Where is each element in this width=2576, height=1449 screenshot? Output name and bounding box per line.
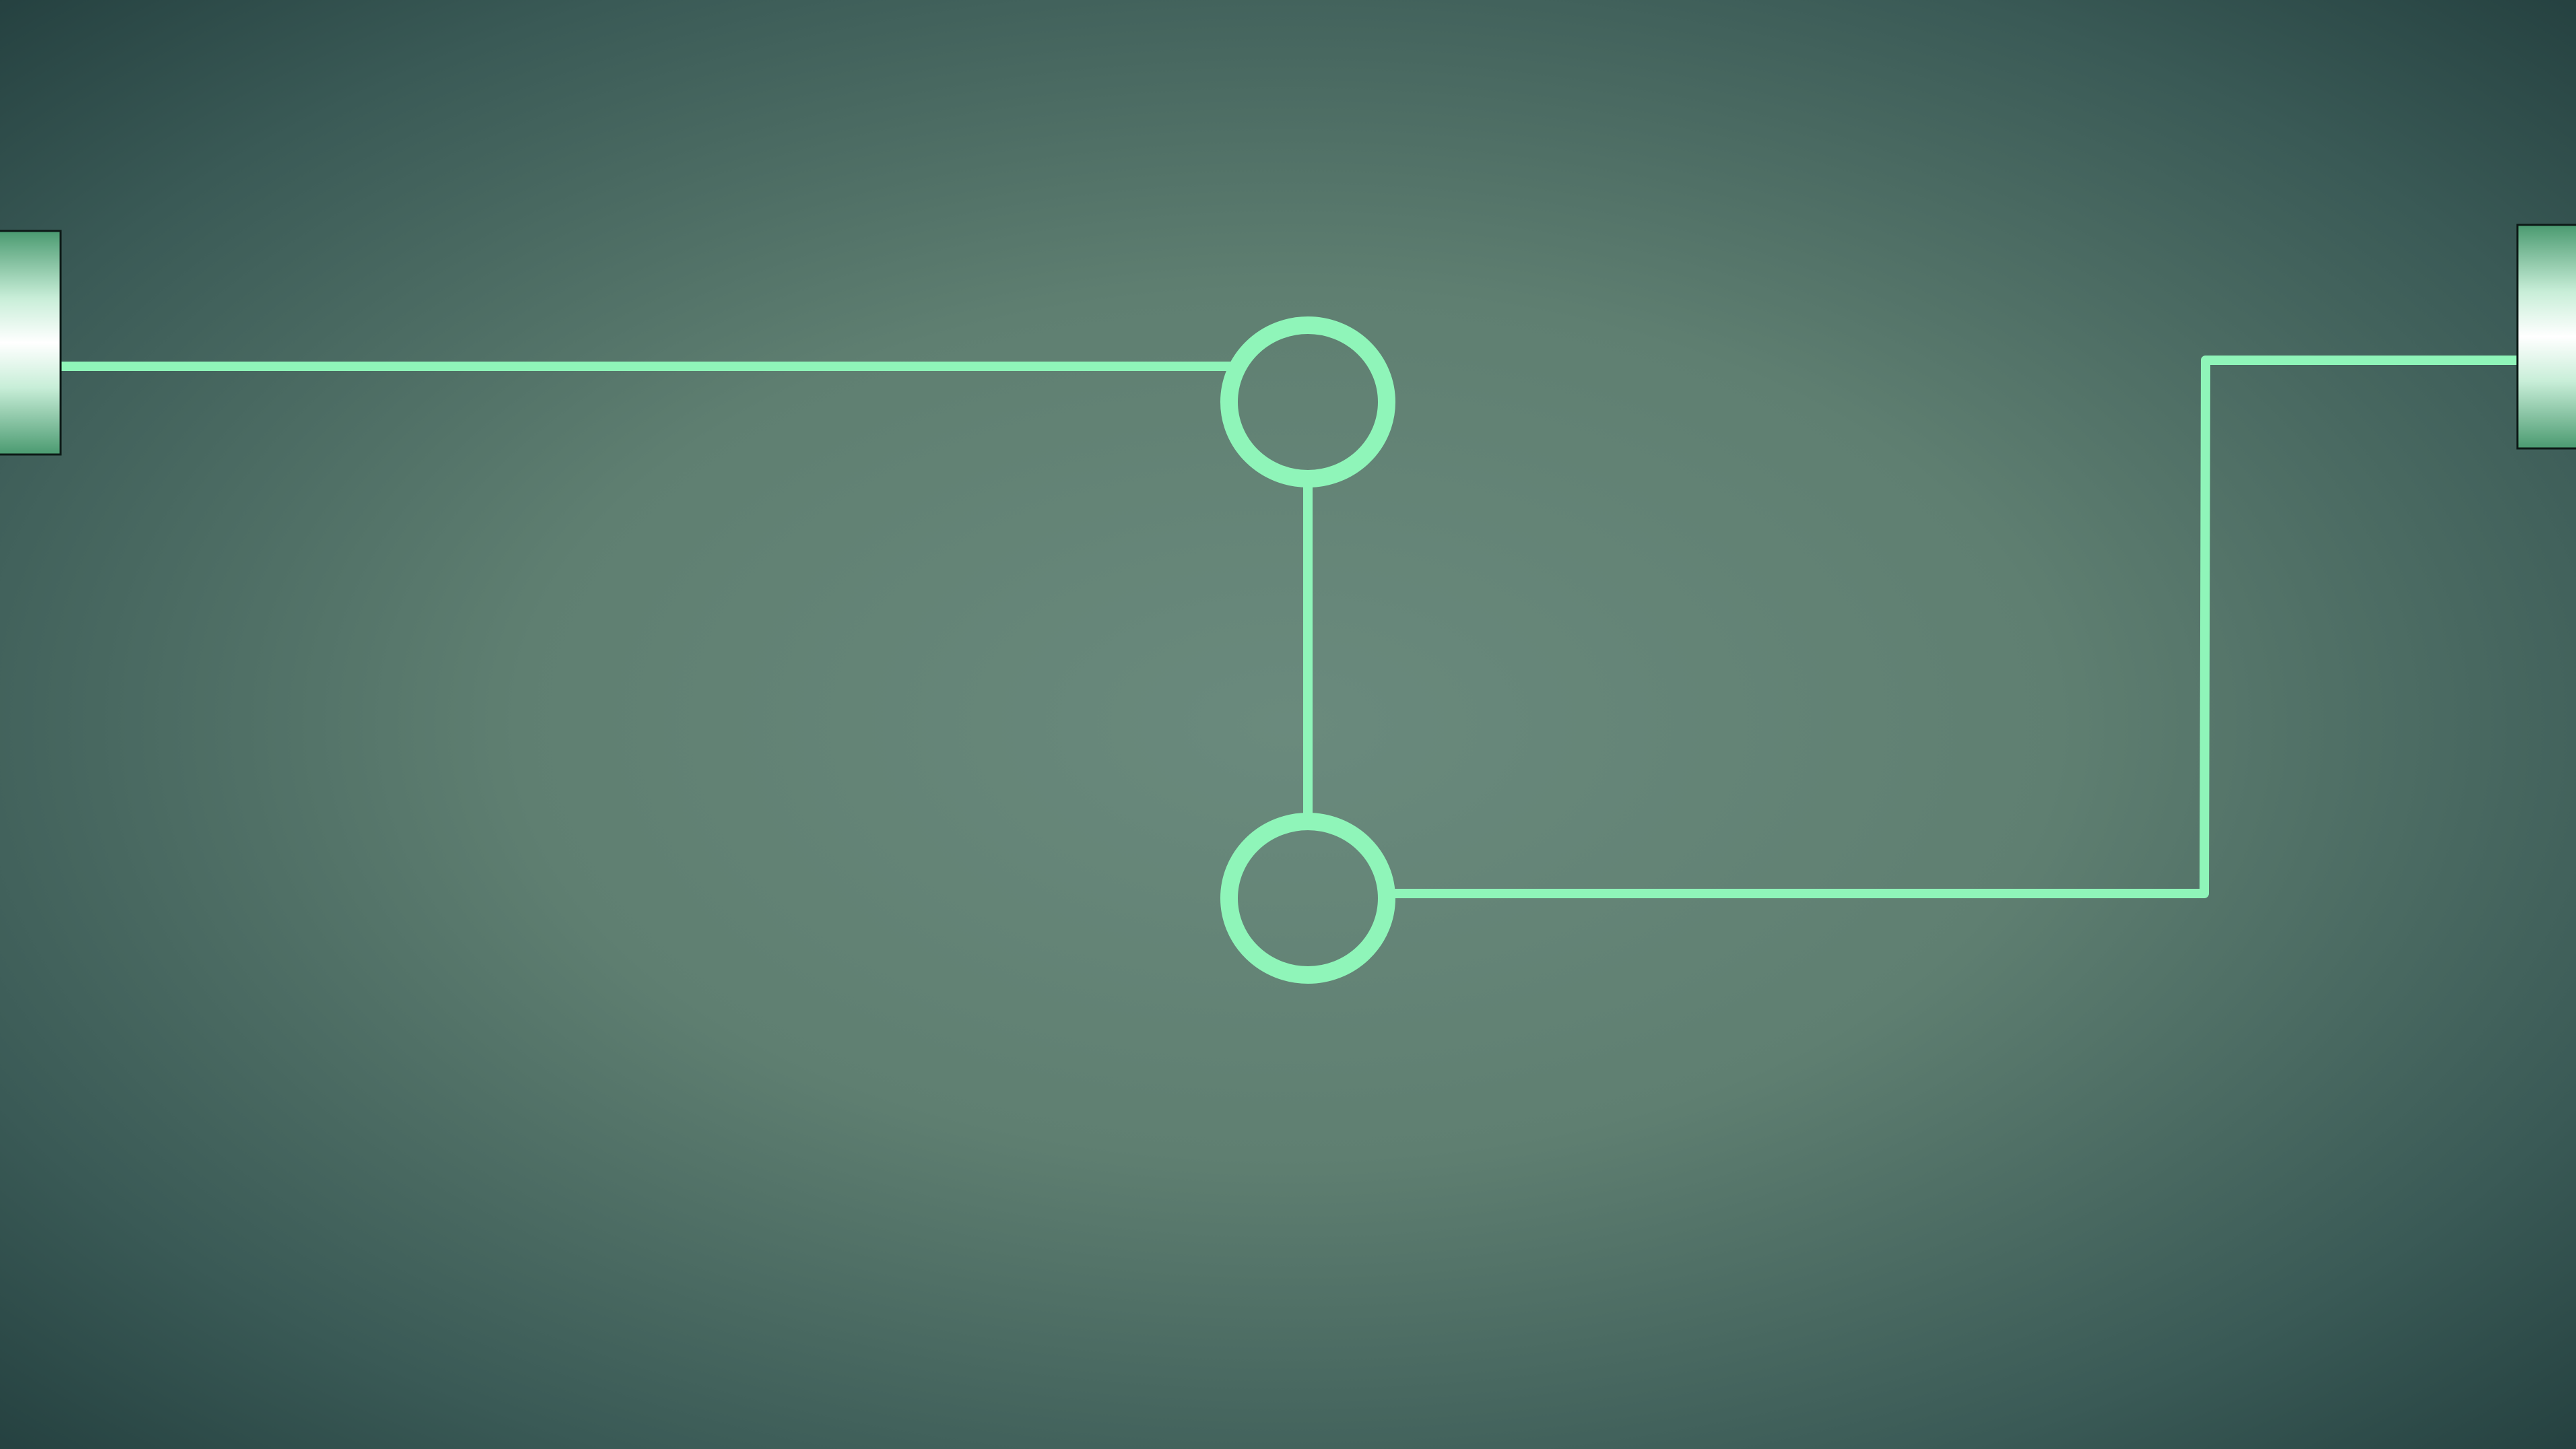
left-terminal[interactable] xyxy=(0,230,62,456)
wire-node-bottom-to-right-terminal[interactable] xyxy=(1388,356,2522,898)
node-bottom[interactable] xyxy=(1220,813,1395,984)
node-top[interactable] xyxy=(1220,316,1395,487)
right-terminal[interactable] xyxy=(2516,224,2576,450)
